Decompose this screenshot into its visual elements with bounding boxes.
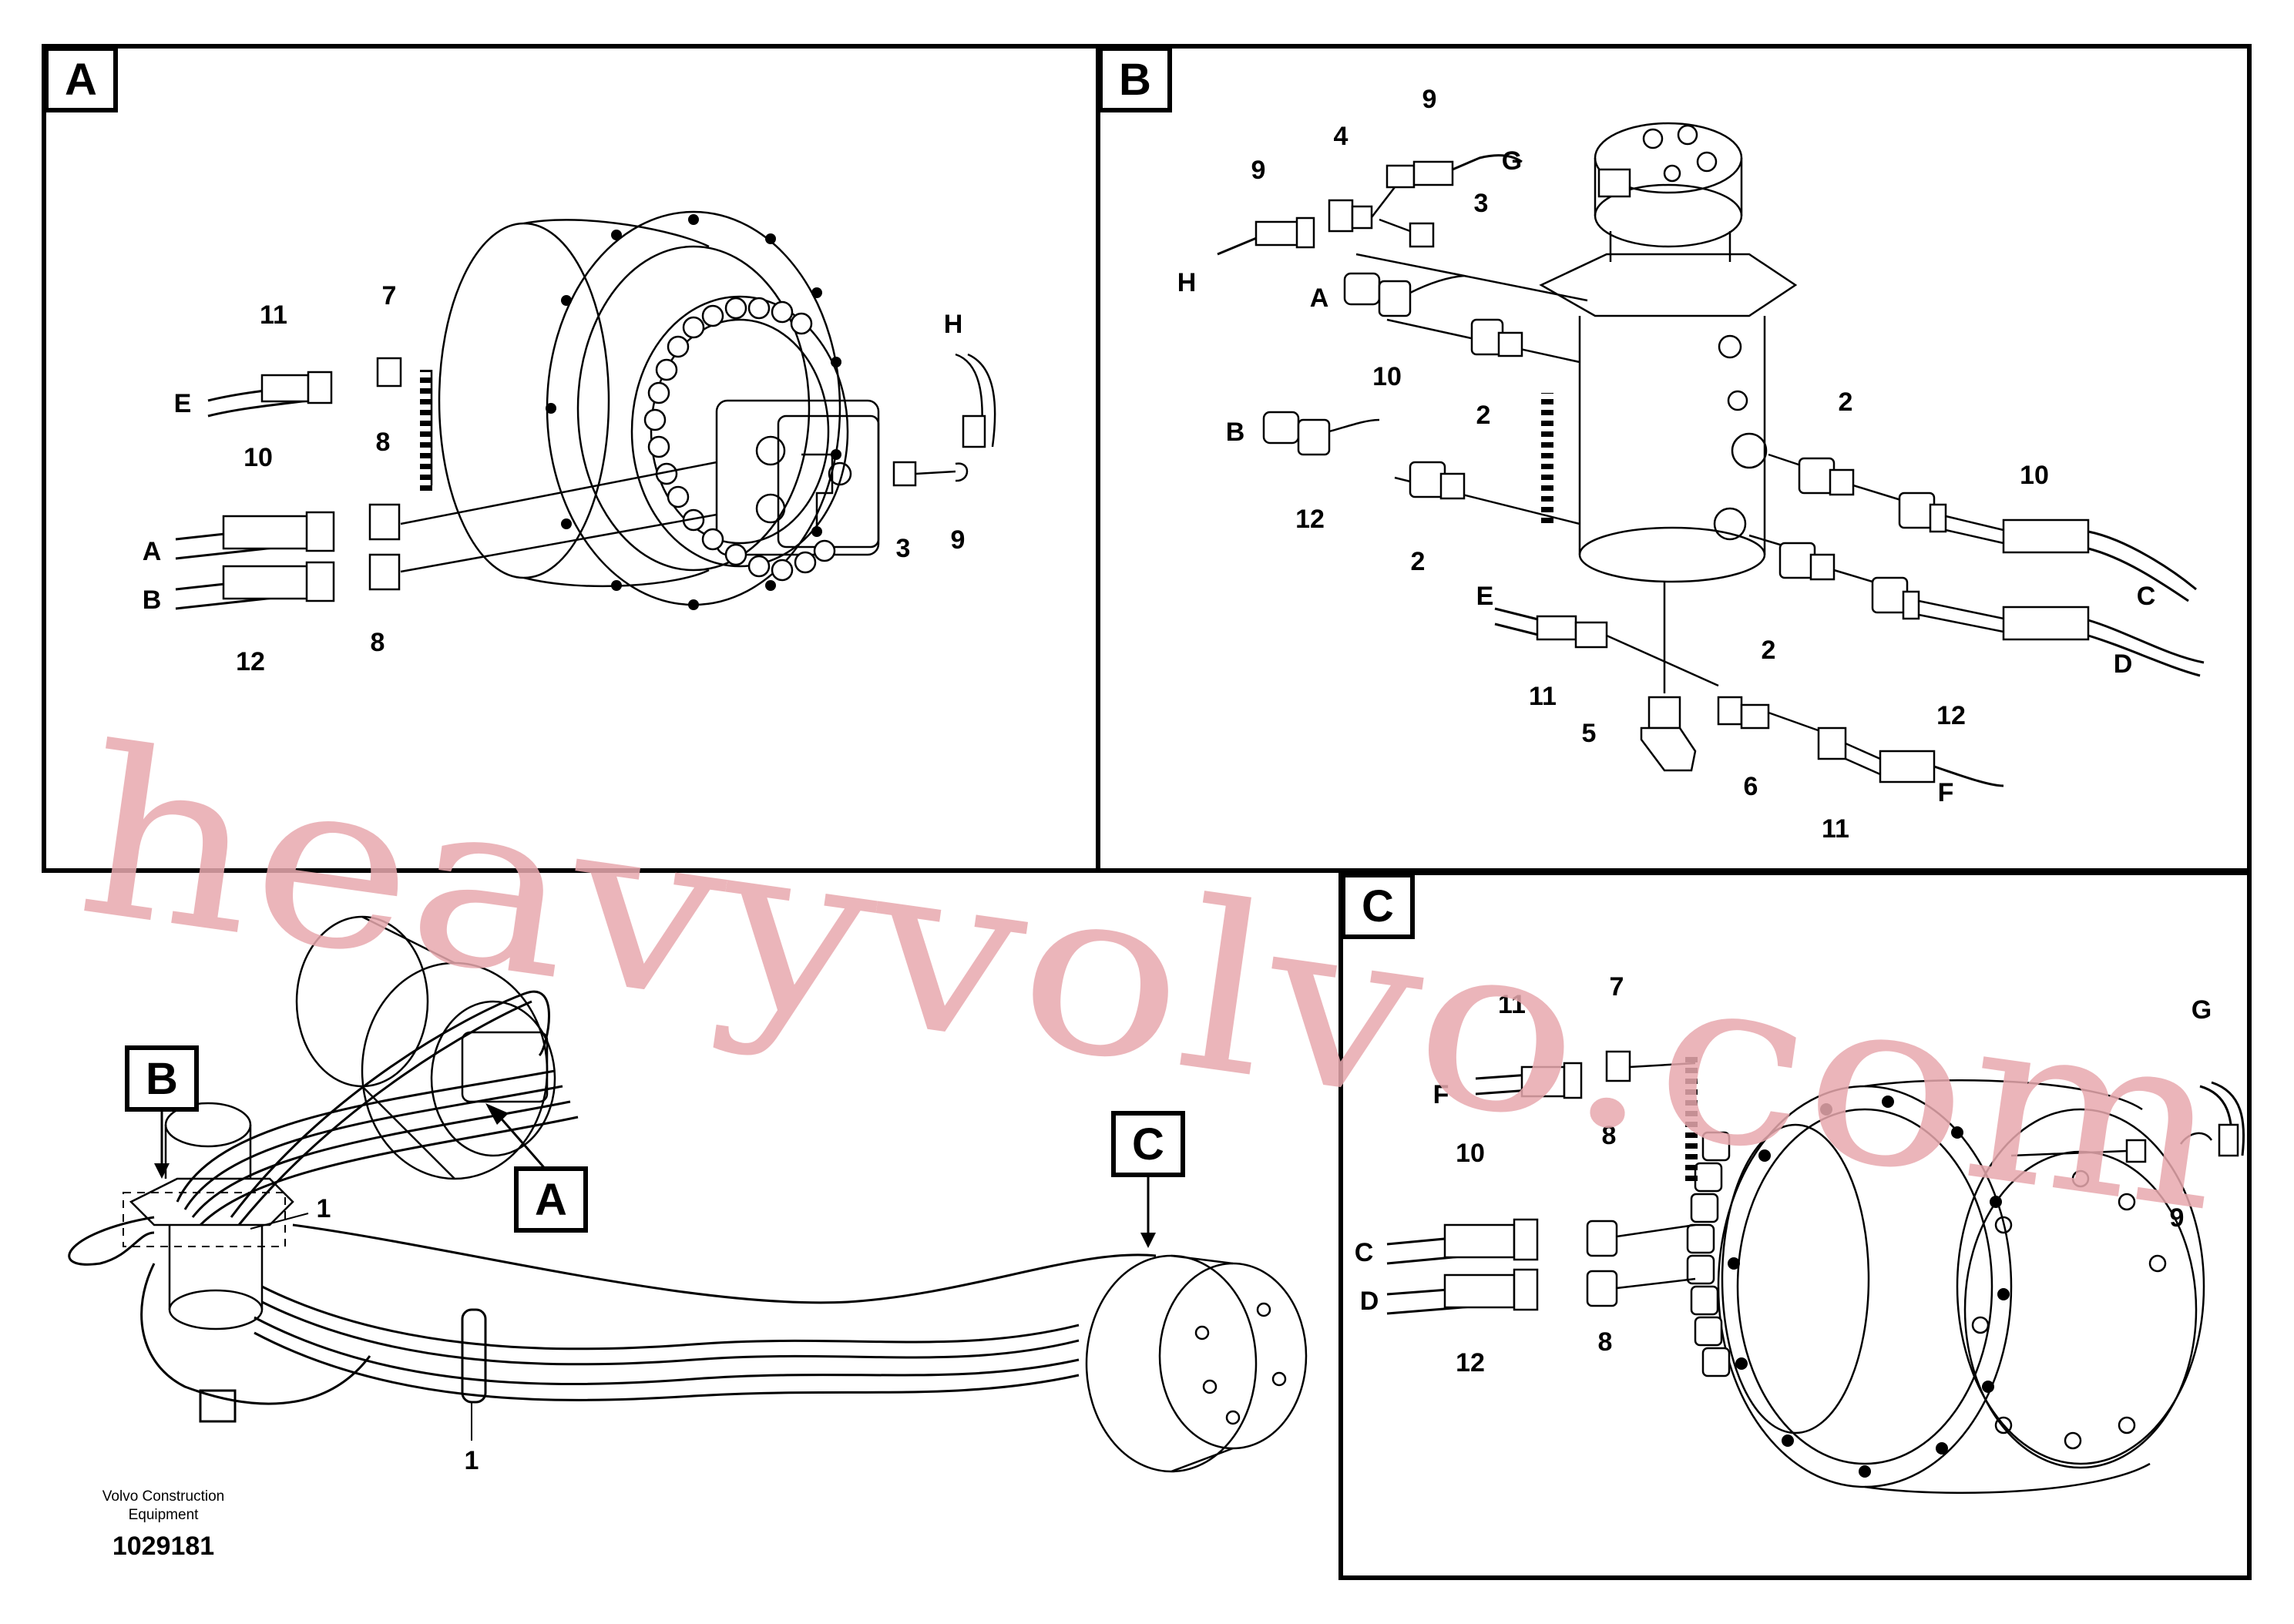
label-2-lower-left: 2 xyxy=(1411,547,1426,576)
label-5: 5 xyxy=(1582,719,1597,748)
hatched-link-b xyxy=(1541,393,1553,524)
hatched-link-c xyxy=(1685,1054,1698,1181)
hatched-link-a xyxy=(420,370,432,493)
label-12: 12 xyxy=(1456,1348,1485,1377)
label-12: 12 xyxy=(236,647,265,676)
label-H: H xyxy=(944,310,963,339)
label-2-lower-right: 2 xyxy=(1762,636,1776,665)
label-F: F xyxy=(1938,778,1954,807)
overview-swivel xyxy=(129,1102,294,1330)
label-8-top: 8 xyxy=(376,428,391,457)
company-line-1: Volvo Construction xyxy=(102,1488,224,1505)
bolt-circle-c xyxy=(1728,1096,2010,1478)
panel-b-labels: 9 4 9 G 3 H A 10 2 B 12 2 2 10 C 2 12 D … xyxy=(1177,85,2156,844)
panel-a-labels: 11 7 E 10 8 A B 8 12 H 3 9 xyxy=(143,281,966,676)
panel-c: C xyxy=(1338,871,2252,1580)
callout-a: A xyxy=(485,1103,588,1233)
callout-b-label: B xyxy=(146,1054,178,1104)
panel-c-title: C xyxy=(1362,881,1394,931)
overview-assembly: A B C 1 1 xyxy=(68,915,1308,1475)
overview-label-1-lower: 1 xyxy=(465,1446,479,1475)
label-2-upper-left: 2 xyxy=(1476,401,1491,430)
travel-motor-c xyxy=(1717,1079,2205,1495)
label-9-top: 9 xyxy=(1422,85,1437,114)
callout-c-label: C xyxy=(1132,1119,1164,1169)
label-10-right: 10 xyxy=(2020,461,2049,490)
panel-a-tag xyxy=(44,46,118,112)
drawing-number: 1029181 xyxy=(113,1532,214,1561)
overview-hoses xyxy=(68,990,1157,1423)
callout-c: C xyxy=(1111,1111,1185,1248)
bolt-heads-c xyxy=(1686,1131,1731,1377)
label-8-bottom: 8 xyxy=(1598,1327,1613,1357)
hoses-a xyxy=(175,353,996,610)
label-6: 6 xyxy=(1744,772,1758,801)
panel-b: B xyxy=(1096,44,2252,873)
label-9: 9 xyxy=(951,525,966,555)
label-2-upper-right: 2 xyxy=(1839,388,1853,417)
panel-c-labels: 7 11 F G 8 10 C D 12 8 9 xyxy=(1355,972,2212,1377)
company-line-2: Equipment xyxy=(129,1507,200,1523)
panel-c-tag xyxy=(1341,873,1415,939)
label-B: B xyxy=(143,586,162,615)
label-G: G xyxy=(2192,995,2212,1025)
label-E: E xyxy=(1476,582,1494,611)
label-9-left: 9 xyxy=(1251,156,1266,185)
label-8-top: 8 xyxy=(1602,1121,1617,1150)
dashed-hose-highlight xyxy=(123,1192,286,1247)
label-12-left: 12 xyxy=(1295,505,1325,534)
label-C: C xyxy=(1355,1238,1374,1267)
label-3: 3 xyxy=(896,534,911,563)
fittings-c xyxy=(1386,1050,2245,1315)
label-8-bottom: 8 xyxy=(371,628,385,657)
swivel-joint xyxy=(1355,122,1804,693)
label-11-left: 11 xyxy=(1529,682,1557,711)
label-3: 3 xyxy=(1474,189,1489,218)
label-F: F xyxy=(1433,1080,1449,1109)
label-A: A xyxy=(1310,284,1329,313)
label-D: D xyxy=(2114,649,2133,679)
panel-c-frame xyxy=(1338,871,2252,1580)
lower-travel-motor xyxy=(1085,1254,1308,1473)
panel-a-title: A xyxy=(65,55,97,105)
bolt-heads-a xyxy=(643,297,836,582)
panel-b-tag xyxy=(1098,46,1172,112)
upper-travel-motor xyxy=(295,915,556,1180)
footer: Volvo Construction Equipment 1029181 xyxy=(102,1488,224,1561)
panel-b-title: B xyxy=(1119,55,1151,105)
overview-label-1-upper: 1 xyxy=(317,1194,331,1223)
label-D: D xyxy=(1360,1287,1379,1316)
bolt-circle-a xyxy=(546,214,841,610)
label-11: 11 xyxy=(1498,990,1526,1019)
label-10: 10 xyxy=(1456,1139,1485,1168)
label-10-left: 10 xyxy=(1372,362,1402,391)
callout-a-label: A xyxy=(535,1175,567,1225)
label-11: 11 xyxy=(260,300,287,330)
label-A: A xyxy=(143,537,162,566)
label-E: E xyxy=(174,389,192,418)
label-B: B xyxy=(1226,418,1245,447)
label-G: G xyxy=(1502,146,1522,176)
label-H: H xyxy=(1177,268,1197,297)
fittings-b xyxy=(1217,154,2205,787)
label-9: 9 xyxy=(2170,1203,2185,1233)
label-7: 7 xyxy=(1610,972,1624,1002)
travel-motor-a xyxy=(438,210,880,606)
label-C: C xyxy=(2137,582,2156,611)
label-10: 10 xyxy=(244,443,273,472)
callout-b: B xyxy=(125,1045,199,1179)
leader-1-upper xyxy=(250,1213,309,1230)
label-4: 4 xyxy=(1334,122,1349,151)
panel-a: A xyxy=(42,44,1100,873)
label-11-right: 11 xyxy=(1822,814,1849,844)
label-7: 7 xyxy=(382,281,397,310)
label-12-right: 12 xyxy=(1936,701,1966,730)
